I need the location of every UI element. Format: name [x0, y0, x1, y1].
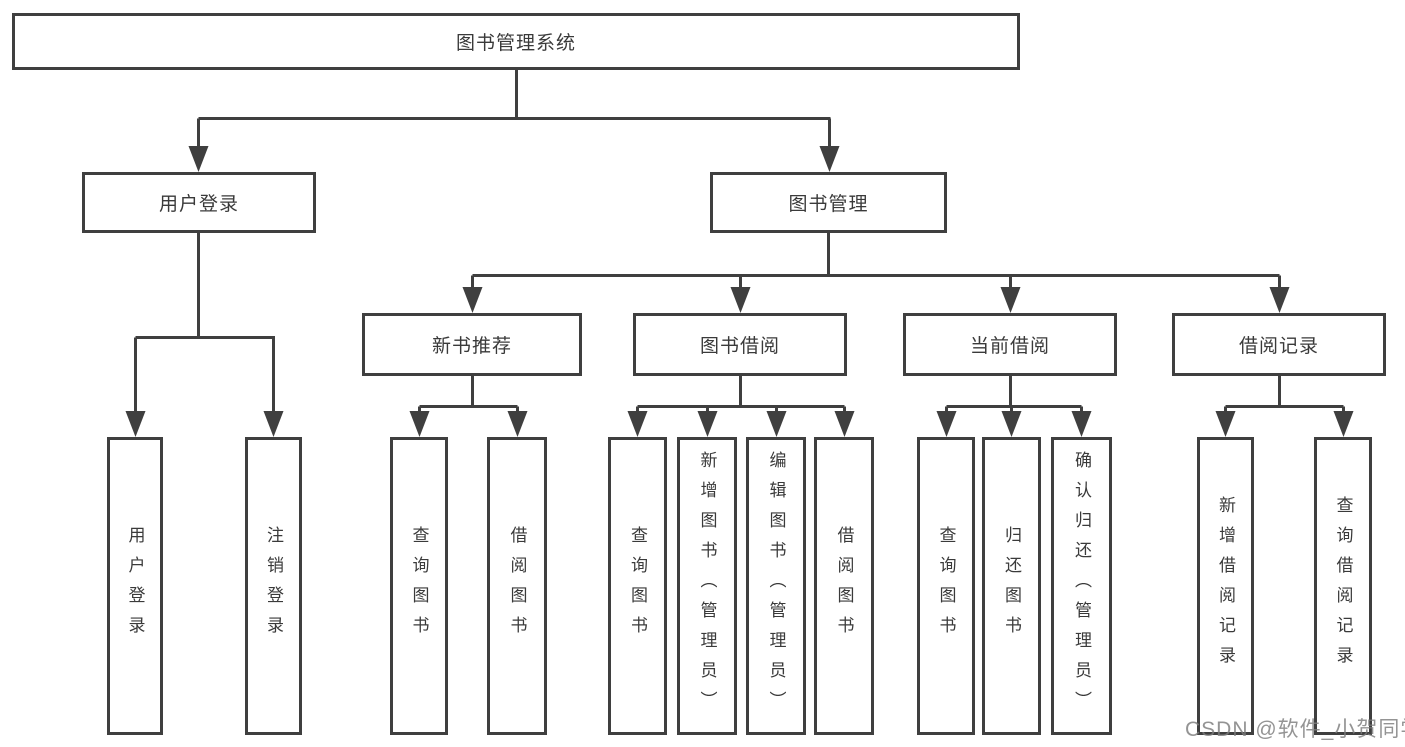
- node-logout-action: 注销登录: [245, 437, 302, 735]
- arrowhead-book-management: [819, 146, 840, 172]
- node-bb-borrow-books: 借阅图书: [814, 437, 874, 735]
- node-user-login: 用户登录: [82, 172, 316, 233]
- arrowhead-bb-query-books: [627, 411, 648, 437]
- node-book-borrowing: 图书借阅: [633, 313, 847, 376]
- node-current-borrowing: 当前借阅: [903, 313, 1117, 376]
- arrowhead-borrowing-records: [1269, 287, 1290, 313]
- node-nb-query-books: 查询图书: [390, 437, 448, 735]
- connector-book-borrowing-lines: [636, 376, 846, 412]
- node-bb-add-books-admin: 新增图书（管理员）: [677, 437, 737, 735]
- node-user-login-action: 用户登录: [107, 437, 163, 735]
- arrowhead-nb-borrow-books: [507, 411, 528, 437]
- arrowhead-cb-return-books: [1001, 411, 1022, 437]
- connector-new-book-recommend: [409, 376, 528, 437]
- arrowhead-bb-edit-books: [766, 411, 787, 437]
- arrowhead-user-login: [188, 146, 209, 172]
- arrowhead-new-book-recommend: [462, 287, 483, 313]
- connector-current-borrowing: [936, 376, 1092, 437]
- connector-root: [188, 70, 840, 172]
- node-cb-return-books: 归还图书: [982, 437, 1041, 735]
- connector-book-management-lines: [471, 233, 1281, 288]
- arrowhead-br-add-record: [1215, 411, 1236, 437]
- arrowhead-bb-borrow-books: [834, 411, 855, 437]
- node-br-add-record: 新增借阅记录: [1197, 437, 1254, 735]
- connector-borrowing-records-lines: [1224, 376, 1345, 412]
- arrowhead-login: [125, 411, 146, 437]
- connector-user-login: [125, 233, 284, 437]
- connector-current-borrowing-lines: [945, 376, 1083, 412]
- node-bb-query-books: 查询图书: [608, 437, 667, 735]
- arrowhead-book-borrowing: [730, 287, 751, 313]
- arrowhead-nb-query-books: [409, 411, 430, 437]
- connector-borrowing-records: [1215, 376, 1354, 437]
- node-cb-confirm-return-admin: 确认归还（管理员）: [1051, 437, 1112, 735]
- connector-book-management: [462, 233, 1290, 313]
- arrowhead-logout: [263, 411, 284, 437]
- arrowhead-current-borrowing: [1000, 287, 1021, 313]
- node-library-management-system: 图书管理系统: [12, 13, 1020, 70]
- node-borrowing-records: 借阅记录: [1172, 313, 1386, 376]
- csdn-watermark: CSDN @软件_小贺同学: [1185, 718, 1405, 741]
- node-br-query-record: 查询借阅记录: [1314, 437, 1372, 735]
- arrowhead-br-query-record: [1333, 411, 1354, 437]
- node-bb-edit-books-admin: 编辑图书（管理员）: [746, 437, 806, 735]
- node-new-book-recommend: 新书推荐: [362, 313, 582, 376]
- connector-root-lines: [197, 70, 831, 147]
- node-book-management: 图书管理: [710, 172, 947, 233]
- arrowhead-cb-query-books: [936, 411, 957, 437]
- node-cb-query-books: 查询图书: [917, 437, 975, 735]
- arrowhead-cb-confirm-return: [1071, 411, 1092, 437]
- arrowhead-bb-add-books: [697, 411, 718, 437]
- node-nb-borrow-books: 借阅图书: [487, 437, 547, 735]
- connector-book-borrowing: [627, 376, 855, 437]
- connector-user-login-lines: [134, 233, 275, 412]
- connector-new-book-recommend-lines: [418, 376, 519, 412]
